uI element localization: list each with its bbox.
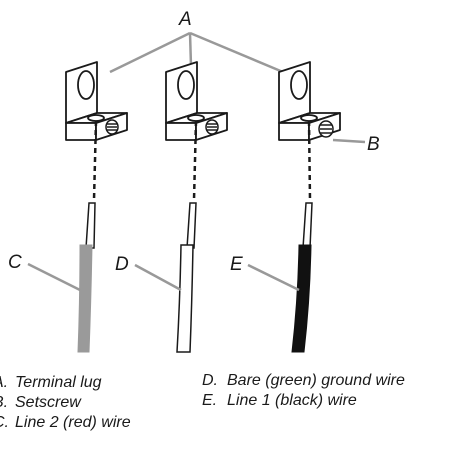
- callout-d-label: D: [115, 254, 129, 275]
- legend-left: A. Terminal lug B. Setscrew C. Line 2 (red)…: [0, 373, 131, 433]
- wire-c: [77, 202, 96, 353]
- wire-d: [176, 202, 197, 353]
- legend-key: A.: [0, 374, 9, 391]
- dashed-connectors: [92, 120, 312, 201]
- setscrew-2: [205, 119, 219, 135]
- legend-right: D. Bare (green) ground wire E. Line 1 (bla…: [202, 371, 405, 411]
- setscrew-1: [105, 119, 119, 135]
- legend-key: E.: [202, 392, 218, 409]
- legend-text: Line 2 (red) wire: [15, 414, 131, 431]
- callout-d-leader: [134, 263, 182, 292]
- terminal-lug-3: [278, 61, 341, 141]
- legend-key: C.: [0, 414, 9, 431]
- legend-item-e: E. Line 1 (black) wire: [202, 391, 405, 411]
- legend-item-a: A. Terminal lug: [0, 373, 131, 393]
- legend-text: Setscrew: [15, 394, 81, 411]
- callout-b-label: B: [367, 134, 380, 155]
- legend-item-c: C. Line 2 (red) wire: [0, 413, 131, 433]
- legend-key: B.: [0, 394, 9, 411]
- setscrew-3: [318, 120, 334, 138]
- callout-e-label: E: [230, 254, 243, 275]
- legend-text: Line 1 (black) wire: [227, 392, 357, 409]
- callout-a-leaders: [109, 31, 284, 74]
- callout-b-leader: [332, 138, 366, 144]
- callout-e-leader: [247, 263, 300, 292]
- legend-item-d: D. Bare (green) ground wire: [202, 371, 405, 391]
- callout-c-label: C: [8, 252, 22, 273]
- legend-text: Bare (green) ground wire: [227, 372, 405, 389]
- wire-e: [291, 202, 313, 353]
- legend-text: Terminal lug: [15, 374, 102, 391]
- legend-key: D.: [202, 372, 218, 389]
- callout-a-label: A: [178, 9, 192, 30]
- callout-c-leader: [27, 262, 81, 292]
- legend-item-b: B. Setscrew: [0, 393, 131, 413]
